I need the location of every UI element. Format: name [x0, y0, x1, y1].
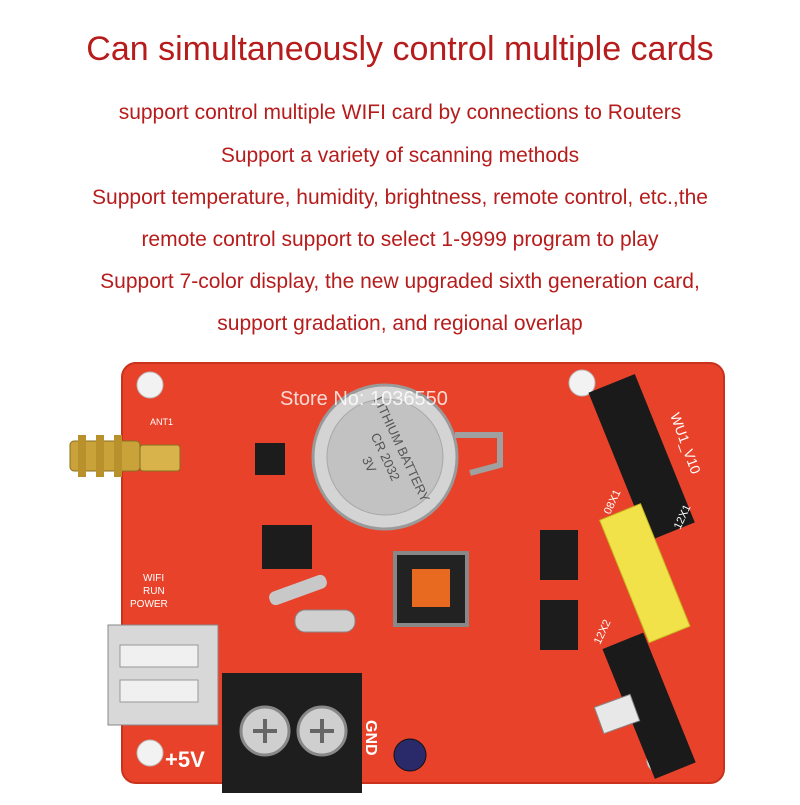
header-08x1: [599, 503, 691, 644]
feature-line-4: remote control support to select 1-9999 …: [141, 228, 659, 251]
feature-line-2: Support a variety of scanning methods: [220, 144, 580, 167]
feature-line-5: Support 7-color display, the new upgrade…: [100, 270, 700, 293]
wifi-antenna: [69, 435, 181, 477]
header-12x1: [588, 374, 695, 542]
power-label: +5V: [165, 747, 205, 772]
store-watermark: Store No: 1036550: [280, 388, 448, 410]
feature-line-6: support gradation, and regional overlap: [217, 312, 583, 335]
gnd-label: GND: [362, 720, 379, 756]
feature-line-3: Support temperature, humidity, brightnes…: [92, 186, 708, 209]
chip: [540, 600, 578, 650]
antenna-label: ANT1: [150, 417, 173, 427]
led-label-wifi: WIFI: [143, 573, 164, 584]
headline: Can simultaneously control multiple card…: [86, 30, 714, 68]
feature-line-1: support control multiple WIFI card by co…: [118, 101, 682, 124]
circuit-board-illustration: LITHIUM BATTERY CR 2032 3V Store No: 103…: [69, 362, 725, 793]
board-photo: LITHIUM BATTERY CR 2032 3V Store No: 103…: [0, 355, 800, 800]
crystal: [269, 574, 327, 606]
chip: [262, 525, 312, 569]
chip: [255, 443, 285, 475]
tact-switch: [593, 693, 641, 735]
led-label-power: POWER: [130, 599, 168, 610]
chip: [540, 530, 578, 580]
mount-hole: [136, 739, 164, 767]
mount-hole: [568, 369, 596, 397]
header-12x2: [602, 632, 696, 779]
capacitor: [393, 738, 427, 772]
battery-label-3: 3V: [359, 454, 379, 475]
led-label-run: RUN: [143, 586, 165, 597]
mount-hole: [136, 371, 164, 399]
crystal: [294, 609, 356, 633]
usb-port: [107, 624, 219, 726]
